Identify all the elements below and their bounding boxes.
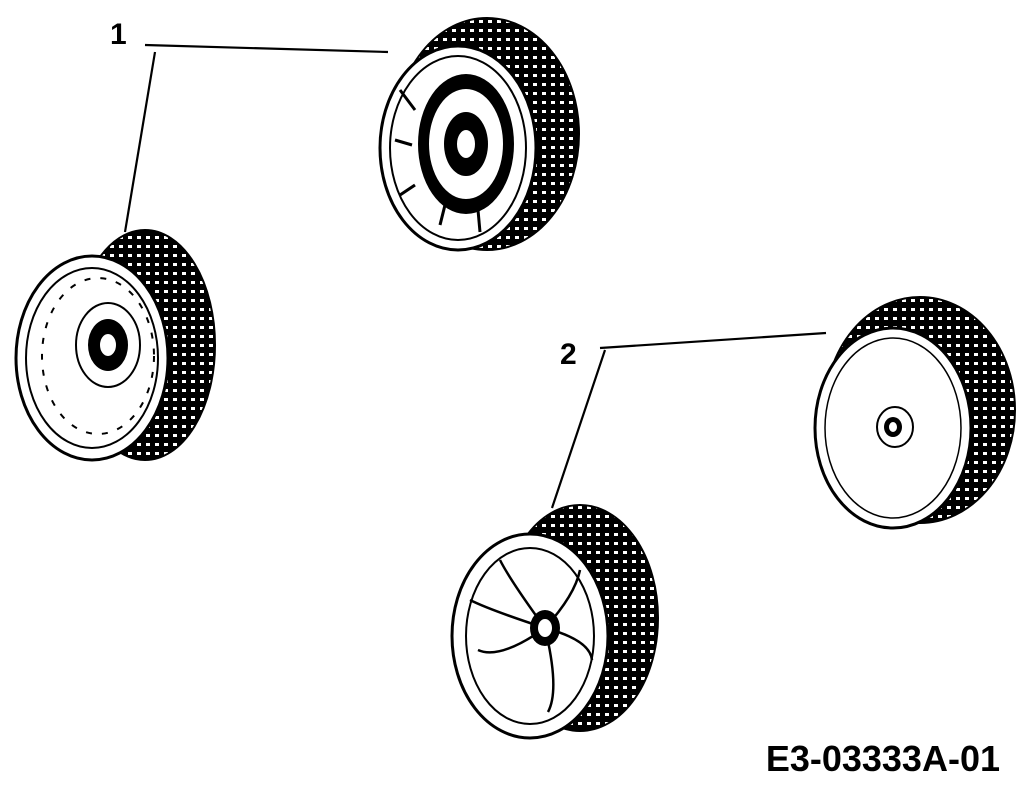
- leader-line-1a: [144, 43, 389, 54]
- callout-label-1: 1: [110, 18, 127, 51]
- wheel-front-plain-disc: [813, 296, 1016, 530]
- leader-line-2a: [599, 331, 827, 350]
- leader-lines: [123, 43, 827, 509]
- wheel-rear-inner-side: [378, 17, 580, 252]
- wheel-rear-outer-side: [14, 229, 216, 462]
- leader-line-2b: [550, 349, 607, 509]
- callout-label-2: 2: [560, 338, 577, 371]
- wheel-front-spoked: [450, 504, 659, 740]
- leader-line-1b: [123, 51, 157, 233]
- drawing-reference-code: E3-03333A-01: [765, 738, 1000, 779]
